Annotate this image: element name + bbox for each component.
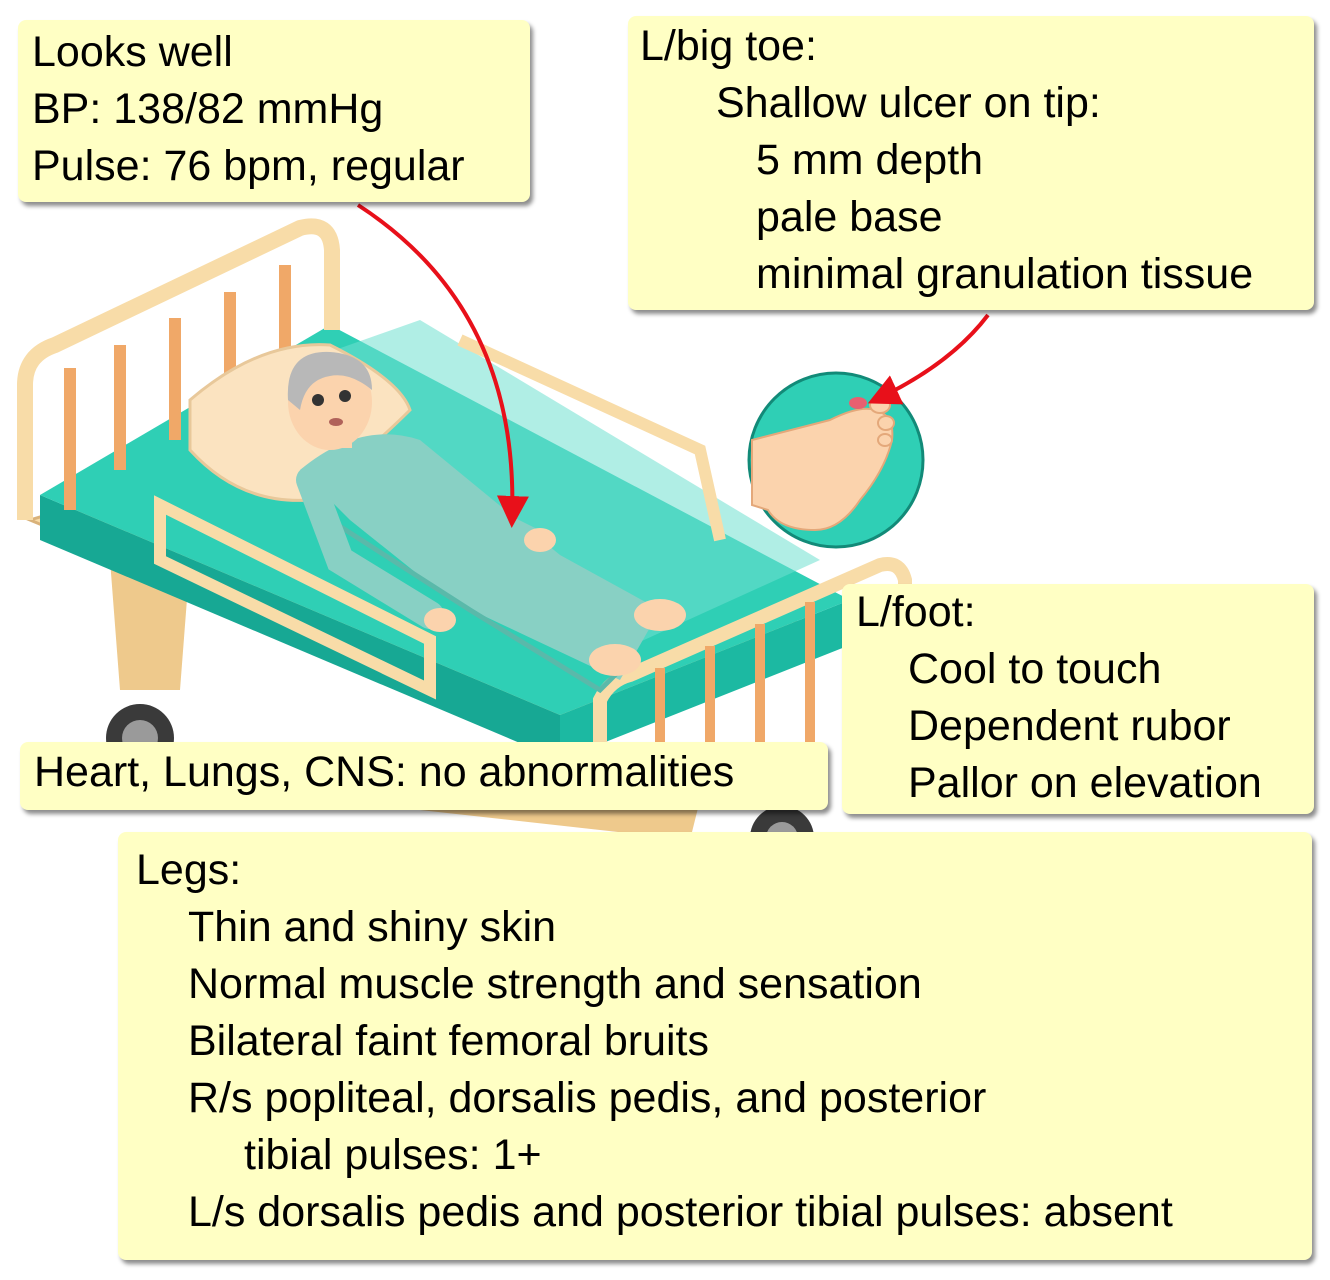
systems-text: Heart, Lungs, CNS: no abnormalities: [34, 748, 735, 796]
toe-item: pale base: [756, 193, 943, 241]
legs-note: Legs: Thin and shiny skin Normal muscle …: [118, 832, 1312, 1260]
arrow-icon: [356, 203, 529, 528]
foot-item: Dependent rubor: [908, 702, 1231, 750]
legs-item: R/s popliteal, dorsalis pedis, and poste…: [188, 1074, 987, 1122]
pulse-line: Pulse: 76 bpm, regular: [32, 142, 465, 190]
legs-item: Normal muscle strength and sensation: [188, 960, 922, 1008]
foot-item: Cool to touch: [908, 645, 1162, 693]
toe-item: 5 mm depth: [756, 136, 984, 184]
legs-item: Bilateral faint femoral bruits: [188, 1017, 709, 1065]
looks-line: Looks well: [32, 28, 233, 76]
bp-line: BP: 138/82 mmHg: [32, 85, 384, 133]
toe-heading: L/big toe:: [640, 22, 817, 70]
foot-closeup-icon: [747, 371, 925, 549]
general-note: Looks well BP: 138/82 mmHg Pulse: 76 bpm…: [18, 20, 530, 202]
systems-note: Heart, Lungs, CNS: no abnormalities: [20, 742, 828, 810]
legs-heading: Legs:: [136, 846, 242, 894]
toe-subheading: Shallow ulcer on tip:: [716, 79, 1101, 127]
foot-item: Pallor on elevation: [908, 759, 1262, 807]
toe-note: L/big toe: Shallow ulcer on tip: 5 mm de…: [628, 16, 1314, 310]
foot-heading: L/foot:: [856, 588, 976, 636]
legs-item-last: L/s dorsalis pedis and posterior tibial …: [188, 1188, 1173, 1236]
legs-item: Thin and shiny skin: [188, 903, 557, 951]
patient-icon: [188, 343, 686, 694]
foot-note: L/foot: Cool to touch Dependent rubor Pa…: [842, 584, 1314, 814]
legs-continuation: tibial pulses: 1+: [244, 1131, 542, 1179]
toe-item: minimal granulation tissue: [756, 250, 1254, 298]
arrow-icon: [867, 313, 990, 405]
